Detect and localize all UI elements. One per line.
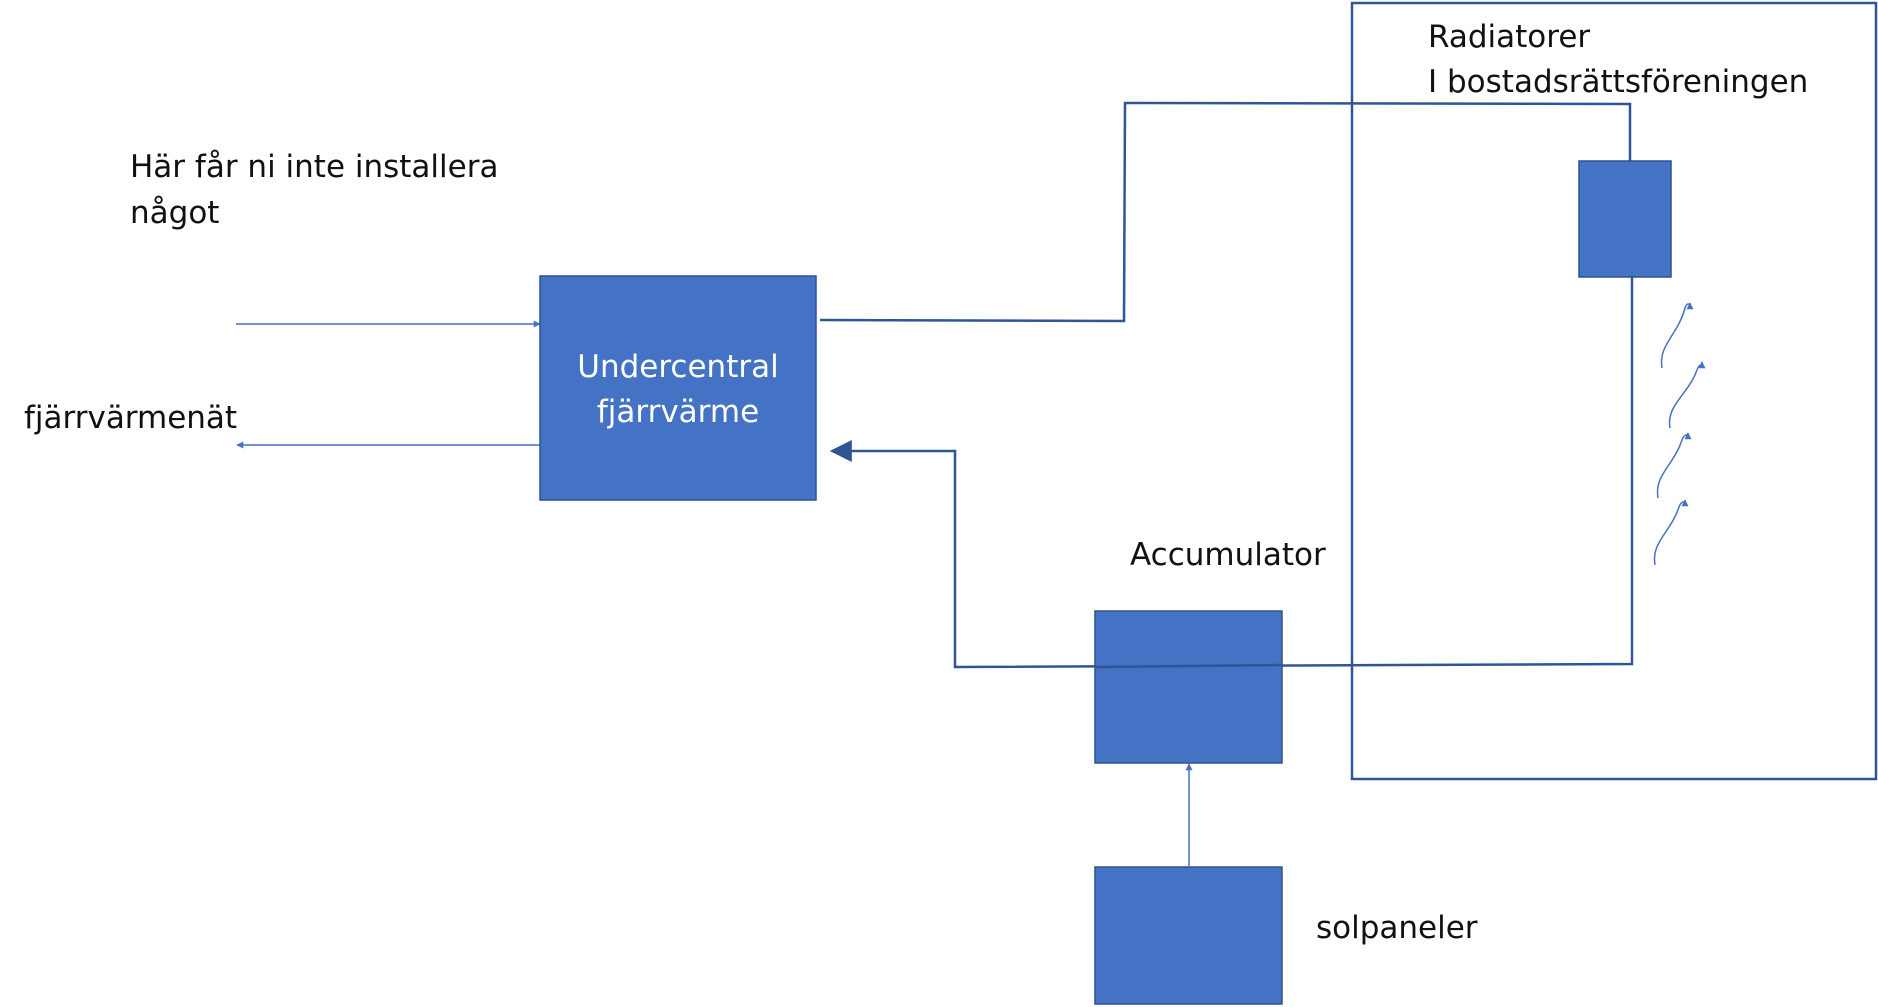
radiators-label-line2: I bostadsrättsföreningen <box>1428 64 1808 100</box>
radiator-block <box>1578 160 1672 278</box>
supply-pipe <box>819 101 1632 323</box>
return-pipe <box>829 277 1634 669</box>
district-network-label: fjärrvärmenät <box>24 400 237 436</box>
heat-wave-arrow <box>1653 499 1689 566</box>
housing-association-frame <box>1350 1 1878 781</box>
solar-panel-block <box>1094 866 1283 1005</box>
substation-label-line1: Undercentral <box>577 349 778 385</box>
substation-label-line2: fjärrvärme <box>597 394 759 430</box>
substation-block <box>539 275 817 501</box>
heat-wave-arrow <box>1668 361 1706 429</box>
restricted-note-line2: något <box>130 195 219 231</box>
radiators-label-line1: Radiatorer <box>1428 19 1590 55</box>
solar-label: solpaneler <box>1316 910 1478 946</box>
accumulator-block <box>1094 610 1283 764</box>
heat-wave-arrow <box>1656 432 1692 499</box>
return-pipe-through-accumulator <box>1094 663 1283 669</box>
heat-wave-arrow <box>1660 302 1694 369</box>
restricted-note-line1: Här får ni inte installera <box>130 149 498 185</box>
accumulator-label: Accumulator <box>1130 537 1326 573</box>
